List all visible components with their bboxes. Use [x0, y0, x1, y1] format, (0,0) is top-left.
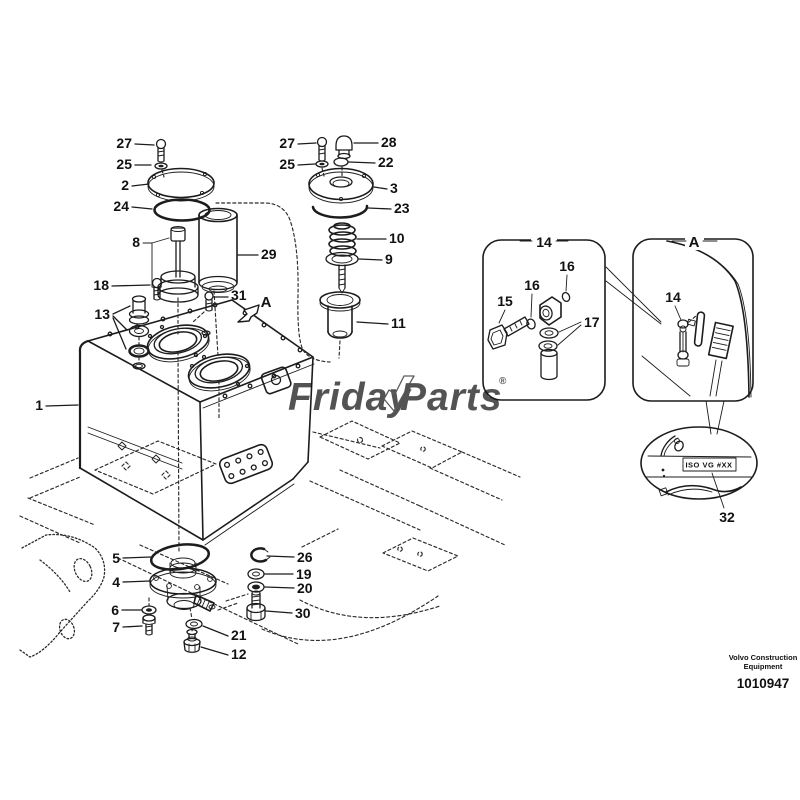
bolt-7 [142, 614, 156, 636]
part-label-16b: 16 [559, 258, 575, 274]
tank-opening-right [187, 353, 251, 392]
part-label-29: 29 [261, 246, 277, 262]
sleeve-piece [540, 348, 558, 381]
part-label-20: 20 [297, 580, 313, 596]
part-label-27b: 27 [279, 135, 295, 151]
filter-element-29 [198, 207, 238, 293]
hose-icon [665, 484, 742, 493]
part-label-18: 18 [93, 277, 109, 293]
footer-part-number: 1010947 [737, 676, 790, 691]
washer-17a [539, 327, 559, 339]
part-label-5: 5 [112, 550, 120, 566]
part-label-17: 17 [584, 314, 600, 330]
oil-spec-label-box [682, 457, 737, 472]
o-ring-5 [149, 543, 211, 571]
part-label-23: 23 [394, 200, 410, 216]
part-label-16a: 16 [524, 277, 540, 293]
o-ring-16a [526, 318, 536, 330]
drain-bottom-group [141, 543, 271, 653]
spring-10 [328, 222, 357, 257]
strainer-11 [319, 291, 361, 339]
part-label-15: 15 [497, 293, 513, 309]
washer-17b [538, 340, 558, 352]
part-label-2: 2 [121, 177, 129, 193]
view-a-arrow-label: A [261, 294, 272, 311]
o-ring-23 [311, 204, 369, 219]
part-label-22: 22 [378, 154, 394, 170]
o-ring-16b [561, 291, 571, 303]
inset-box-a [632, 238, 754, 402]
part-label-12: 12 [231, 646, 247, 662]
frame-arm [19, 533, 106, 658]
fittings-13 [128, 295, 150, 364]
valve-9 [325, 251, 359, 294]
elbow-fitting [539, 296, 562, 326]
part-label-3: 3 [390, 180, 398, 196]
tank-side-bracket [260, 366, 292, 395]
oil-spec-bubble: ISO VG #XX [640, 426, 758, 500]
oil-spec-label: ISO VG #XX [685, 461, 732, 470]
decal-sticker [707, 321, 734, 360]
link-fitting-14 [676, 314, 698, 367]
hydraulic-tank [78, 299, 315, 553]
part-label-7: 7 [112, 619, 120, 635]
watermark-word2: Parts [400, 376, 503, 419]
breather-cap-28 [335, 135, 353, 160]
watermark: Friday Parts ® [288, 375, 507, 419]
part-label-6: 6 [111, 602, 119, 618]
oil-can-icon [660, 435, 684, 478]
footer-brand-line1: Volvo Construction [729, 653, 798, 662]
footer-brand-line2: Equipment [744, 662, 783, 671]
part-label-14-inset: 14 [665, 289, 681, 305]
part-label-28: 28 [381, 134, 397, 150]
part-label-8: 8 [132, 234, 140, 250]
part-label-26: 26 [297, 549, 313, 565]
tank-cover-3 [308, 167, 374, 204]
part-label-13: 13 [94, 306, 110, 322]
watermark-word1: Friday [288, 376, 412, 419]
part-label-24: 24 [113, 198, 129, 214]
part-label-11: 11 [391, 315, 406, 331]
part-label-25a: 25 [116, 156, 132, 172]
part-label-25b: 25 [279, 156, 295, 172]
part-label-27a: 27 [116, 135, 132, 151]
part-label-31: 31 [231, 287, 247, 303]
callouts: 1 27 25 2 24 8 18 13 29 31 A 27 28 25 22… [35, 134, 735, 662]
part-label-32: 32 [719, 509, 735, 525]
view-a-box-label: A [689, 234, 700, 251]
machine-frame-dashed [19, 420, 521, 645]
drain-flange-4 [149, 557, 217, 612]
clip-26 [250, 547, 271, 563]
bolt-30 [246, 590, 266, 622]
bolt-18 [151, 277, 163, 301]
bolt-31 [192, 291, 214, 323]
view-a-arrow-shape [237, 304, 260, 323]
part-label-10: 10 [389, 230, 405, 246]
part-label-9: 9 [385, 251, 393, 267]
part-label-4: 4 [112, 574, 120, 590]
rod-8 [157, 226, 199, 303]
o-ring-22 [333, 157, 349, 167]
gasket-oblong [693, 311, 706, 347]
tank-cover-2 [147, 167, 215, 202]
o-ring-24 [153, 198, 211, 222]
watermark-registered: ® [499, 376, 507, 387]
part-label-14-box: 14 [536, 234, 552, 250]
bolt-15 [487, 316, 530, 350]
part-label-21: 21 [231, 627, 247, 643]
part-label-1: 1 [35, 397, 43, 413]
part-label-30: 30 [295, 605, 311, 621]
breather-middle-group [215, 135, 374, 363]
tank-connector-plate [218, 443, 274, 485]
filler-cap-left-group [128, 138, 260, 364]
part-label-19: 19 [296, 566, 312, 582]
watermark-check-icon [383, 375, 415, 412]
footer-text: Volvo Construction Equipment 1010947 [729, 653, 798, 691]
drain-plug-12 [183, 628, 201, 653]
